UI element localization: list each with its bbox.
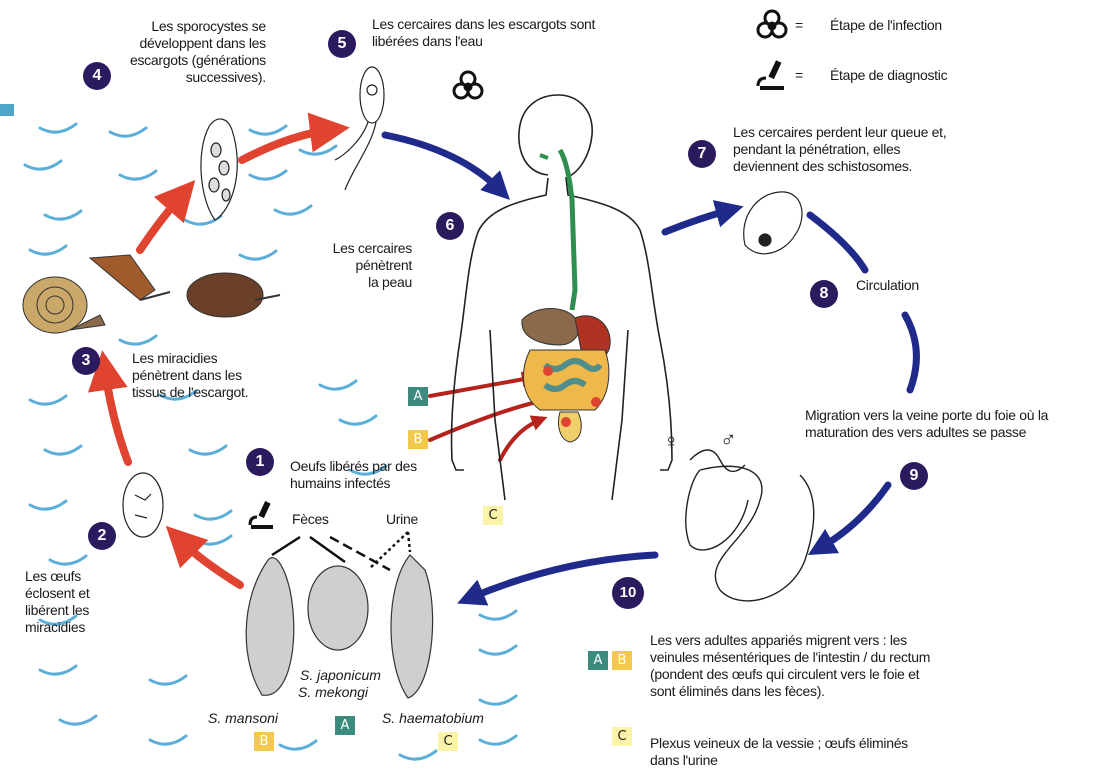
arrow-snail-to-sporocyst: [140, 195, 182, 250]
biohazard-icon-step5: [454, 72, 482, 98]
arrow-circulation-upper: [810, 215, 865, 270]
adult-worms: [686, 450, 814, 601]
snails: [23, 255, 280, 333]
badge-A-arrow: A: [408, 387, 428, 406]
legend-infection-label: Étape de l'infection: [830, 17, 942, 34]
step-number-9: 9: [900, 462, 928, 490]
badge-A-legend: A: [588, 651, 608, 670]
egg-japonicum: [308, 566, 368, 650]
site-dot-C: [561, 417, 571, 427]
microscope-icon-step1: [250, 501, 273, 529]
step-text-6: Les cercaires pénètrent la peau: [300, 240, 412, 291]
mouth: [540, 155, 548, 158]
arrow-B: [430, 400, 545, 440]
arrow-circulation-lower: [905, 315, 916, 390]
arrow-C: [500, 420, 540, 460]
step-text-4: Les sporocystes se développent dans les …: [130, 18, 266, 86]
species-haematobium: S. haematobium: [382, 710, 484, 726]
step-number-3: 3: [72, 347, 100, 375]
oncomelania-snail: [90, 255, 155, 300]
liver: [522, 308, 579, 345]
step-number-1: 1: [246, 448, 274, 476]
species-japonicum: S. japonicum: [300, 667, 381, 683]
badge-C-urine: C: [483, 506, 503, 525]
arrow-cercaria-to-skin: [385, 135, 500, 190]
schistosomulum: [744, 192, 802, 254]
cercaria: [335, 67, 384, 190]
step-number-6: 6: [436, 212, 464, 240]
bladder-text: Plexus veineux de la vessie ; œufs élimi…: [650, 735, 908, 769]
female-symbol: ♀: [663, 430, 679, 454]
step-text-3: Les miracidies pénètrent dans les tissus…: [132, 350, 248, 401]
badge-C-haematobium: C: [438, 732, 458, 751]
step-text-8: Circulation: [856, 277, 919, 294]
step-text-7: Les cercaires perdent leur queue et, pen…: [733, 124, 946, 175]
miracidium: [123, 473, 163, 537]
planorbid-snail: [23, 277, 87, 333]
step-text-1: Oeufs libérés par des humains infectés: [290, 458, 417, 492]
step-number-2: 2: [88, 522, 116, 550]
step-text-2: Les œufs éclosent et libérent les miraci…: [25, 568, 89, 636]
egg-label-lines: [272, 532, 410, 570]
badge-B-mansoni: B: [254, 732, 274, 751]
step-number-7: 7: [688, 140, 716, 168]
species-mekongi: S. mekongi: [298, 684, 368, 700]
step-number-8: 8: [810, 280, 838, 308]
species-mansoni: S. mansoni: [208, 710, 278, 726]
arrow-to-adult-worms: [820, 485, 888, 548]
step-text-10: Les vers adultes appariés migrent vers :…: [650, 632, 930, 700]
arrow-eggs-to-miracidium: [180, 540, 240, 585]
legend-equals-diagnostic: =: [795, 67, 803, 84]
urine-label: Urine: [386, 511, 418, 528]
step-number-5: 5: [328, 30, 356, 58]
badge-A-japonicum: A: [335, 716, 355, 735]
bladder: [558, 412, 581, 442]
male-symbol: ♂: [720, 428, 736, 452]
egg-haematobium: [391, 555, 433, 698]
bulinus-snail: [187, 273, 263, 317]
feces-label: Fèces: [292, 511, 329, 528]
step-text-5: Les cercaires dans les escargots sont li…: [372, 16, 595, 50]
microscope-icon: [758, 60, 784, 90]
legend-equals-infection: =: [795, 17, 803, 34]
blue-arrows: [385, 135, 916, 598]
step-text-9: Migration vers la veine porte du foie où…: [805, 407, 1048, 441]
badge-B-legend: B: [612, 651, 632, 670]
badge-B-arrow: B: [408, 430, 428, 449]
corner-accent: [0, 104, 14, 116]
site-dot-A: [543, 366, 553, 376]
sporocyst: [201, 119, 237, 220]
arrow-miracidium-to-snail: [105, 370, 128, 462]
biohazard-icon: [758, 11, 786, 37]
site-dot-B: [591, 397, 601, 407]
egg-mansoni: [246, 558, 294, 696]
badge-C-legend: C: [612, 727, 632, 746]
step-number-4: 4: [83, 62, 111, 90]
arrow-skin-to-schistosomulum: [665, 210, 730, 232]
arrow-A: [430, 378, 530, 396]
legend-diagnostic-label: Étape de diagnostic: [830, 67, 947, 84]
step-number-10: 10: [612, 577, 644, 609]
